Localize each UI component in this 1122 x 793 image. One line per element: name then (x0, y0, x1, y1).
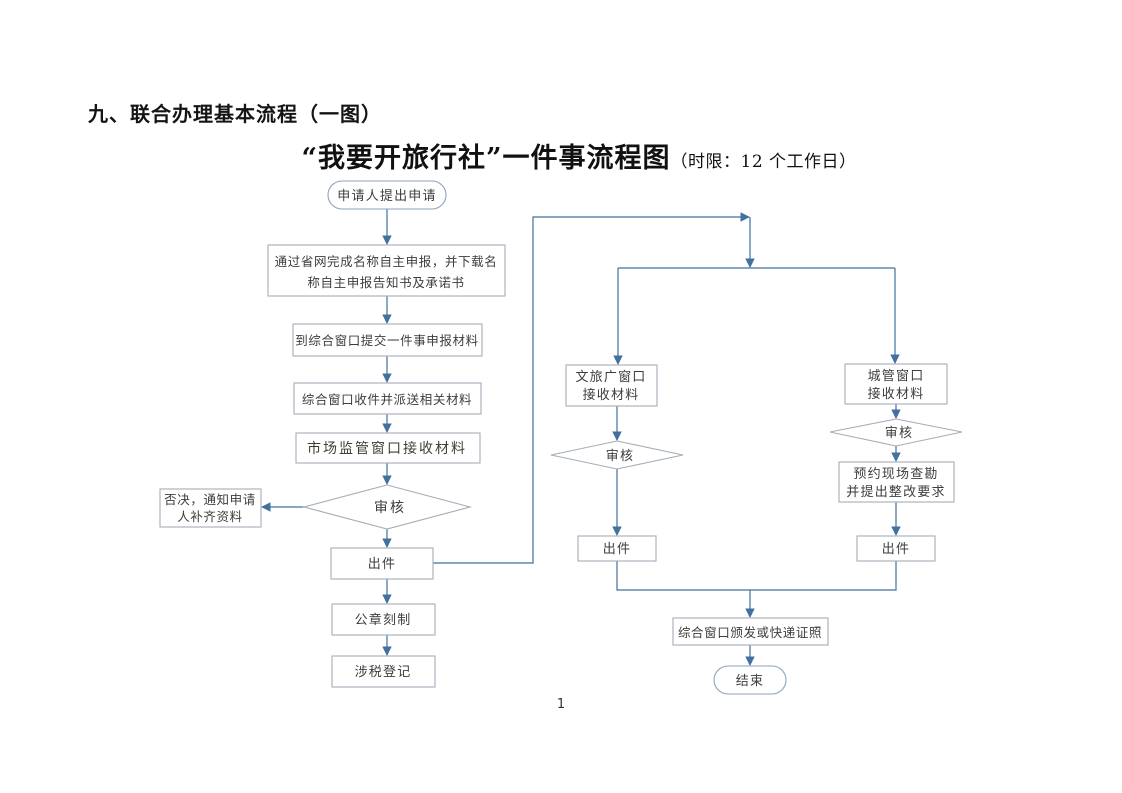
node-site-survey-line1: 预约现场查勘 (853, 467, 938, 482)
seal-engraving-shape (331, 603, 436, 636)
page-number: 1 (556, 697, 566, 712)
flowchart-title-inner: “我要开旅行社”一件事流程图（时限：12 个工作日） (301, 143, 857, 174)
node-reject-notice-line2: 人补齐资料 (177, 509, 243, 524)
submit-materials-shape (292, 323, 483, 357)
node-urban-receive: 城管窗口 接收材料 (844, 363, 948, 405)
node-tax-registration: 涉税登记 (331, 655, 436, 688)
node-seal-engraving: 公章刻制 (331, 603, 436, 636)
market-review-diamond-shape (301, 484, 473, 530)
flowchart-title-main: “我要开旅行社”一件事流程图 (301, 143, 671, 174)
online-declare-shape (267, 244, 506, 297)
node-receive-dispatch-label: 综合窗口收件并派送相关材料 (302, 392, 472, 407)
node-online-declare-line2: 称自主申报告知书及承诺书 (307, 275, 464, 290)
culture-review-diamond-shape (550, 440, 684, 470)
node-submit-materials: 到综合窗口提交一件事申报材料 (292, 323, 483, 357)
node-culture-receive: 文旅广窗口 接收材料 (565, 364, 658, 407)
node-end: 结束 (713, 665, 787, 695)
node-start-label: 申请人提出申请 (337, 188, 436, 204)
node-urban-out: 出件 (856, 535, 936, 562)
node-issue-license-label: 综合窗口颁发或快递证照 (678, 625, 822, 640)
node-reject-notice: 否决，通知申请 人补齐资料 (159, 488, 262, 528)
section-heading: 九、联合办理基本流程（一图） (88, 102, 382, 126)
node-seal-engraving-label: 公章刻制 (355, 612, 412, 628)
market-receive-shape (295, 432, 481, 464)
edge-culture-out-merge (616, 561, 750, 591)
node-culture-receive-line2: 接收材料 (583, 387, 640, 403)
edge-urban-out-merge (750, 561, 897, 591)
start-terminator-shape (327, 180, 447, 210)
flow-connectors (261, 209, 901, 666)
reject-notice-shape (159, 488, 262, 528)
edge-out-up-across (433, 212, 750, 564)
node-issue-license: 综合窗口颁发或快递证照 (672, 617, 829, 646)
node-market-receive-label: 市场监管窗口接收材料 (307, 440, 467, 457)
culture-receive-shape (565, 364, 658, 407)
node-receive-dispatch: 综合窗口收件并派送相关材料 (293, 382, 482, 415)
node-urban-out-label: 出件 (882, 542, 910, 557)
flowchart-title-note: （时限：12 个工作日） (670, 152, 857, 172)
node-culture-out: 出件 (577, 535, 657, 562)
node-culture-receive-line1: 文旅广窗口 (575, 369, 646, 385)
flowchart-title: “我要开旅行社”一件事流程图（时限：12 个工作日） (0, 136, 1122, 175)
tax-registration-shape (331, 655, 436, 688)
node-reject-notice-line1: 否决，通知申请 (164, 492, 256, 507)
node-tax-registration-label: 涉税登记 (355, 665, 412, 680)
node-online-declare: 通过省网完成名称自主申报，并下载名 称自主申报告知书及承诺书 (267, 244, 506, 297)
urban-review-diamond-shape (829, 418, 963, 447)
node-culture-review-label: 审核 (606, 449, 634, 464)
node-start: 申请人提出申请 (327, 180, 447, 210)
node-culture-out-label: 出件 (603, 542, 631, 557)
node-urban-review: 审核 (829, 418, 963, 447)
node-site-survey: 预约现场查勘 并提出整改要求 (838, 461, 955, 503)
node-urban-receive-line2: 接收材料 (868, 386, 925, 402)
node-market-out-label: 出件 (368, 557, 396, 572)
node-site-survey-line2: 并提出整改要求 (846, 484, 945, 500)
end-terminator-shape (713, 665, 787, 695)
node-culture-review: 审核 (550, 440, 684, 470)
node-market-receive: 市场监管窗口接收材料 (295, 432, 481, 464)
node-submit-materials-label: 到综合窗口提交一件事申报材料 (295, 333, 478, 348)
culture-out-shape (577, 535, 657, 562)
market-out-shape (330, 547, 434, 580)
node-market-out: 出件 (330, 547, 434, 580)
node-urban-receive-line1: 城管窗口 (868, 368, 925, 384)
node-end-label: 结束 (736, 674, 764, 689)
node-urban-review-label: 审核 (885, 426, 913, 441)
node-online-declare-line1: 通过省网完成名称自主申报，并下载名 (275, 254, 498, 269)
site-survey-shape (838, 461, 955, 503)
receive-dispatch-shape (293, 382, 482, 415)
urban-out-shape (856, 535, 936, 562)
urban-receive-shape (844, 363, 948, 405)
node-market-review-label: 审核 (374, 500, 406, 516)
node-market-review: 审核 (301, 484, 473, 530)
issue-license-shape (672, 617, 829, 646)
